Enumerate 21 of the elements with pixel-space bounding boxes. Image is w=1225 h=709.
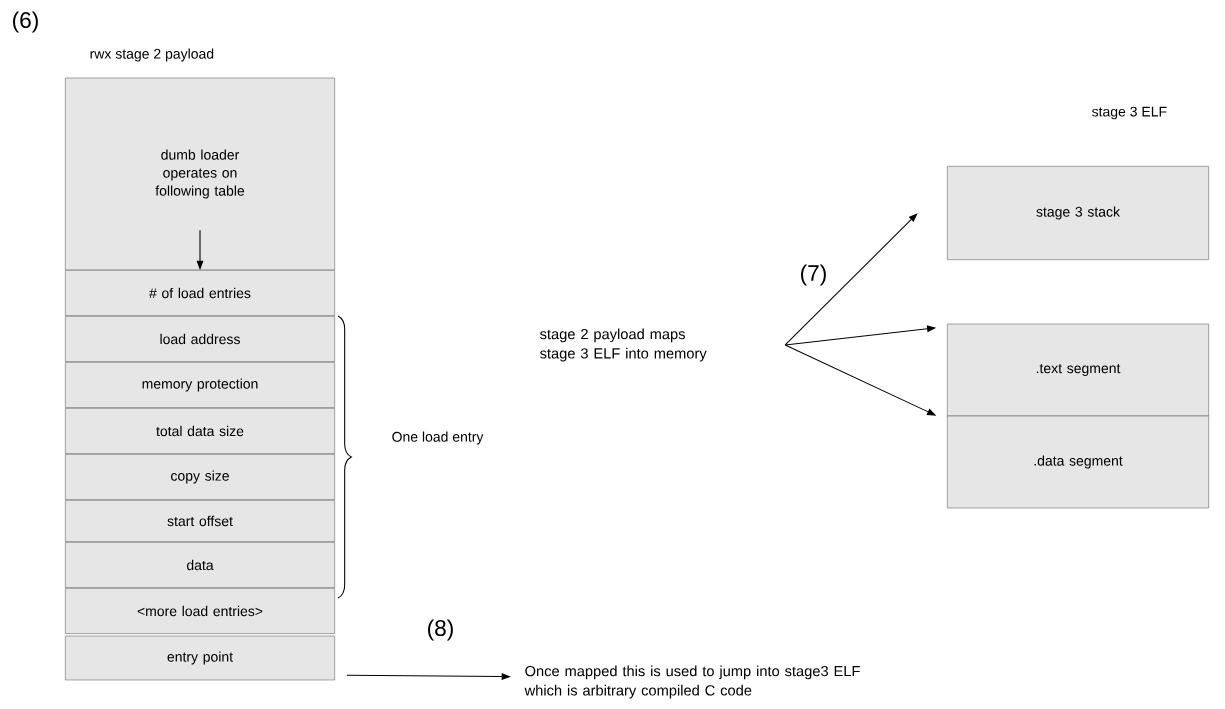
note-text: Once mapped this is used to jump into stage3 ELF which is arbitrary compiled C code (524, 665, 860, 699)
step-number: (8) (428, 619, 453, 641)
memory-box: total data size (65, 408, 335, 454)
step-number: (7) (801, 264, 826, 286)
memory-box: copy size (65, 454, 335, 500)
caption-text: One load entry (392, 431, 484, 445)
memory-box: stage 3 stack (947, 166, 1209, 260)
memory-box: entry point (65, 635, 335, 681)
memory-box: <more load entries> (65, 588, 335, 634)
note-text: stage 2 payload maps stage 3 ELF into memory (540, 328, 707, 362)
memory-box: start offset (65, 500, 335, 542)
memory-box: .data segment (947, 415, 1209, 509)
memory-box: .text segment (947, 323, 1209, 417)
caption-text: stage 3 ELF (1092, 106, 1167, 120)
memory-box: memory protection (65, 362, 335, 408)
memory-box: data (65, 542, 335, 588)
memory-box: # of load entries (65, 270, 335, 316)
arrow (784, 213, 918, 346)
memory-box: load address (65, 316, 335, 362)
step-number: (6) (13, 11, 38, 33)
caption-text: rwx stage 2 payload (90, 48, 214, 62)
